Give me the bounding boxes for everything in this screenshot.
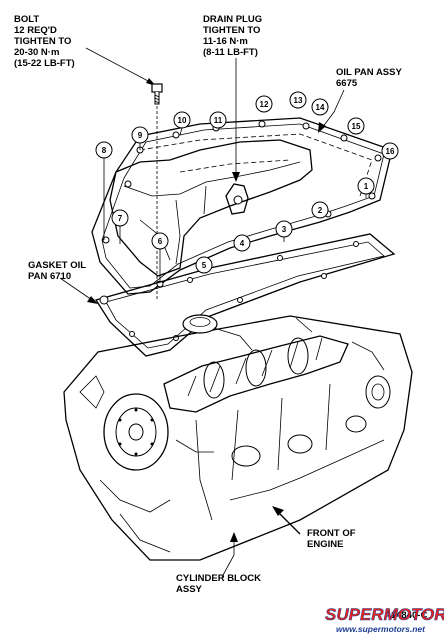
watermark-brand: SUPERMOTORS xyxy=(325,605,444,624)
bolt-leader xyxy=(85,47,151,83)
block-label-line1: CYLINDER BLOCK xyxy=(176,573,261,584)
gasket-label-line1: GASKET OIL xyxy=(28,260,86,271)
oil-pan-label: OIL PAN ASSY 6675 xyxy=(336,67,402,89)
cylinder-block-label: CYLINDER BLOCK ASSY xyxy=(176,573,261,595)
gasket-label: GASKET OIL PAN 6710 xyxy=(28,260,86,282)
callout-8: 8 xyxy=(95,141,113,240)
callout-9: 9 xyxy=(131,126,149,150)
svg-text:2: 2 xyxy=(318,206,323,215)
gasket-label-line2: PAN 6710 xyxy=(28,271,71,282)
block-label-line2: ASSY xyxy=(176,584,203,595)
oilpan-label-line2: 6675 xyxy=(336,78,358,89)
bolt-label: BOLT 12 REQ'D TIGHTEN TO 20-30 N·m (15-2… xyxy=(14,14,75,69)
oilpan-leader xyxy=(321,89,345,129)
drain-label-line4: (8-11 LB-FT) xyxy=(203,47,258,58)
callout-12: 12 xyxy=(255,95,273,113)
figure-id: A14840-C xyxy=(384,610,427,621)
svg-text:6: 6 xyxy=(158,237,163,246)
svg-text:9: 9 xyxy=(138,131,143,140)
bolt-label-line5: (15-22 LB-FT) xyxy=(14,58,75,69)
drain-label-line2: TIGHTEN TO xyxy=(203,25,260,36)
callout-7: 7 xyxy=(111,209,129,244)
bolt-label-line3: TIGHTEN TO xyxy=(14,36,71,47)
svg-text:14: 14 xyxy=(316,103,325,112)
block-leader-arrow xyxy=(230,532,238,542)
block-leader xyxy=(221,538,235,578)
svg-text:15: 15 xyxy=(352,122,361,131)
svg-text:12: 12 xyxy=(260,100,269,109)
gasket-leader-arrow xyxy=(87,296,98,304)
gasket-leader xyxy=(59,277,93,301)
callouts: 1 2 3 4 5 6 7 8 9 10 11 12 13 14 15 16 xyxy=(95,91,399,280)
bolt-label-line4: 20-30 N·m xyxy=(14,47,59,58)
callout-11: 11 xyxy=(209,111,227,129)
callout-3: 3 xyxy=(275,220,293,242)
callout-5: 5 xyxy=(195,256,213,274)
crankshaft xyxy=(163,335,349,413)
callout-4: 4 xyxy=(233,234,251,252)
svg-text:13: 13 xyxy=(294,96,303,105)
svg-text:16: 16 xyxy=(386,147,395,156)
flange-bolt-holes xyxy=(102,120,382,288)
oil-pan-gasket xyxy=(94,233,396,357)
callout-14: 14 xyxy=(311,98,329,116)
oilpan-label-line1: OIL PAN ASSY xyxy=(336,67,402,78)
leader-lines xyxy=(59,47,345,578)
drain-plug-label: DRAIN PLUG TIGHTEN TO 11-16 N·m (8-11 LB… xyxy=(203,14,262,58)
svg-text:1: 1 xyxy=(364,182,369,191)
front-of-engine-label: FRONT OF ENGINE xyxy=(307,528,356,550)
svg-text:10: 10 xyxy=(178,116,187,125)
svg-text:3: 3 xyxy=(282,225,287,234)
bolt-label-line2: 12 REQ'D xyxy=(14,25,57,36)
svg-text:11: 11 xyxy=(214,116,223,125)
callout-6: 6 xyxy=(151,232,169,280)
front-arrow xyxy=(277,511,301,535)
watermark-url: www.supermotors.net xyxy=(336,624,426,634)
svg-text:4: 4 xyxy=(240,239,245,248)
front-label-line1: FRONT OF xyxy=(307,528,356,539)
svg-text:8: 8 xyxy=(102,146,107,155)
callout-16: 16 xyxy=(381,142,399,160)
drain-label-line3: 11-16 N·m xyxy=(203,36,248,47)
callout-2: 2 xyxy=(311,201,329,219)
callout-1: 1 xyxy=(357,177,375,198)
bolt-label-line1: BOLT xyxy=(14,14,39,25)
bolt-part xyxy=(151,83,163,300)
drain-label-line1: DRAIN PLUG xyxy=(203,14,262,25)
callout-13: 13 xyxy=(289,91,307,109)
front-arrow-head xyxy=(272,506,284,516)
drain-plug xyxy=(225,183,249,215)
callout-15: 15 xyxy=(347,117,365,135)
front-label-line2: ENGINE xyxy=(307,539,343,550)
callout-10: 10 xyxy=(173,111,191,136)
svg-text:5: 5 xyxy=(202,261,207,270)
watermark: SUPERMOTORS www.supermotors.net xyxy=(325,605,444,634)
cylinder-block xyxy=(63,314,413,561)
svg-text:7: 7 xyxy=(118,214,123,223)
